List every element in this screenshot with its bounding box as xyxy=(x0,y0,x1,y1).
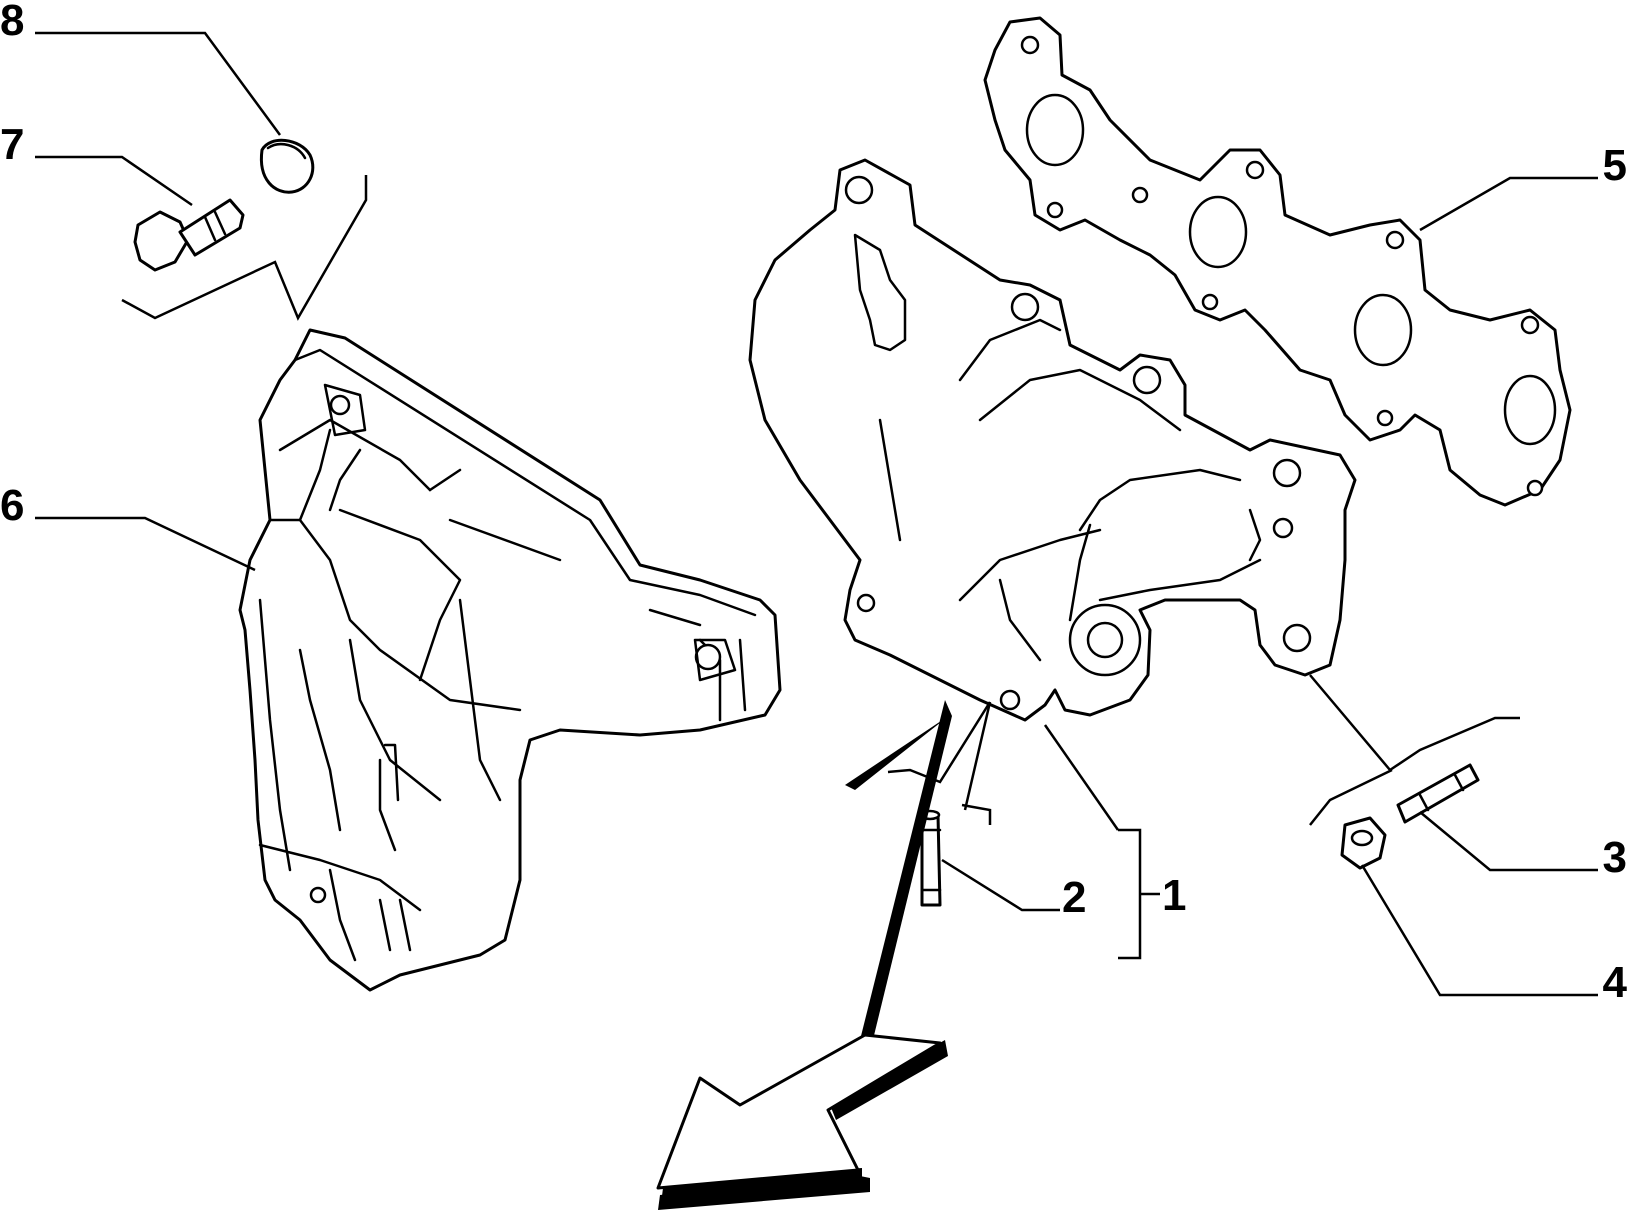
callout-labels: 8 7 6 5 1 2 3 4 xyxy=(0,0,1627,1007)
callout-7: 7 xyxy=(0,120,24,169)
stud-long[interactable] xyxy=(1396,763,1480,824)
callout-8: 8 xyxy=(0,0,24,45)
bolt[interactable] xyxy=(133,198,245,272)
callout-1: 1 xyxy=(1162,871,1186,920)
heat-shield[interactable] xyxy=(238,328,782,992)
nut[interactable] xyxy=(1340,816,1387,870)
leader-lines xyxy=(35,31,1598,997)
callout-3: 3 xyxy=(1603,833,1627,882)
washer-plug[interactable] xyxy=(259,138,315,194)
callout-2: 2 xyxy=(1062,873,1086,922)
callout-5: 5 xyxy=(1603,141,1627,190)
callout-6: 6 xyxy=(0,481,24,530)
manifold-gasket[interactable] xyxy=(983,16,1572,507)
arrow-rendered xyxy=(656,1033,948,1196)
exhaust-manifold[interactable] xyxy=(748,158,1357,722)
callout-4: 4 xyxy=(1603,958,1627,1007)
